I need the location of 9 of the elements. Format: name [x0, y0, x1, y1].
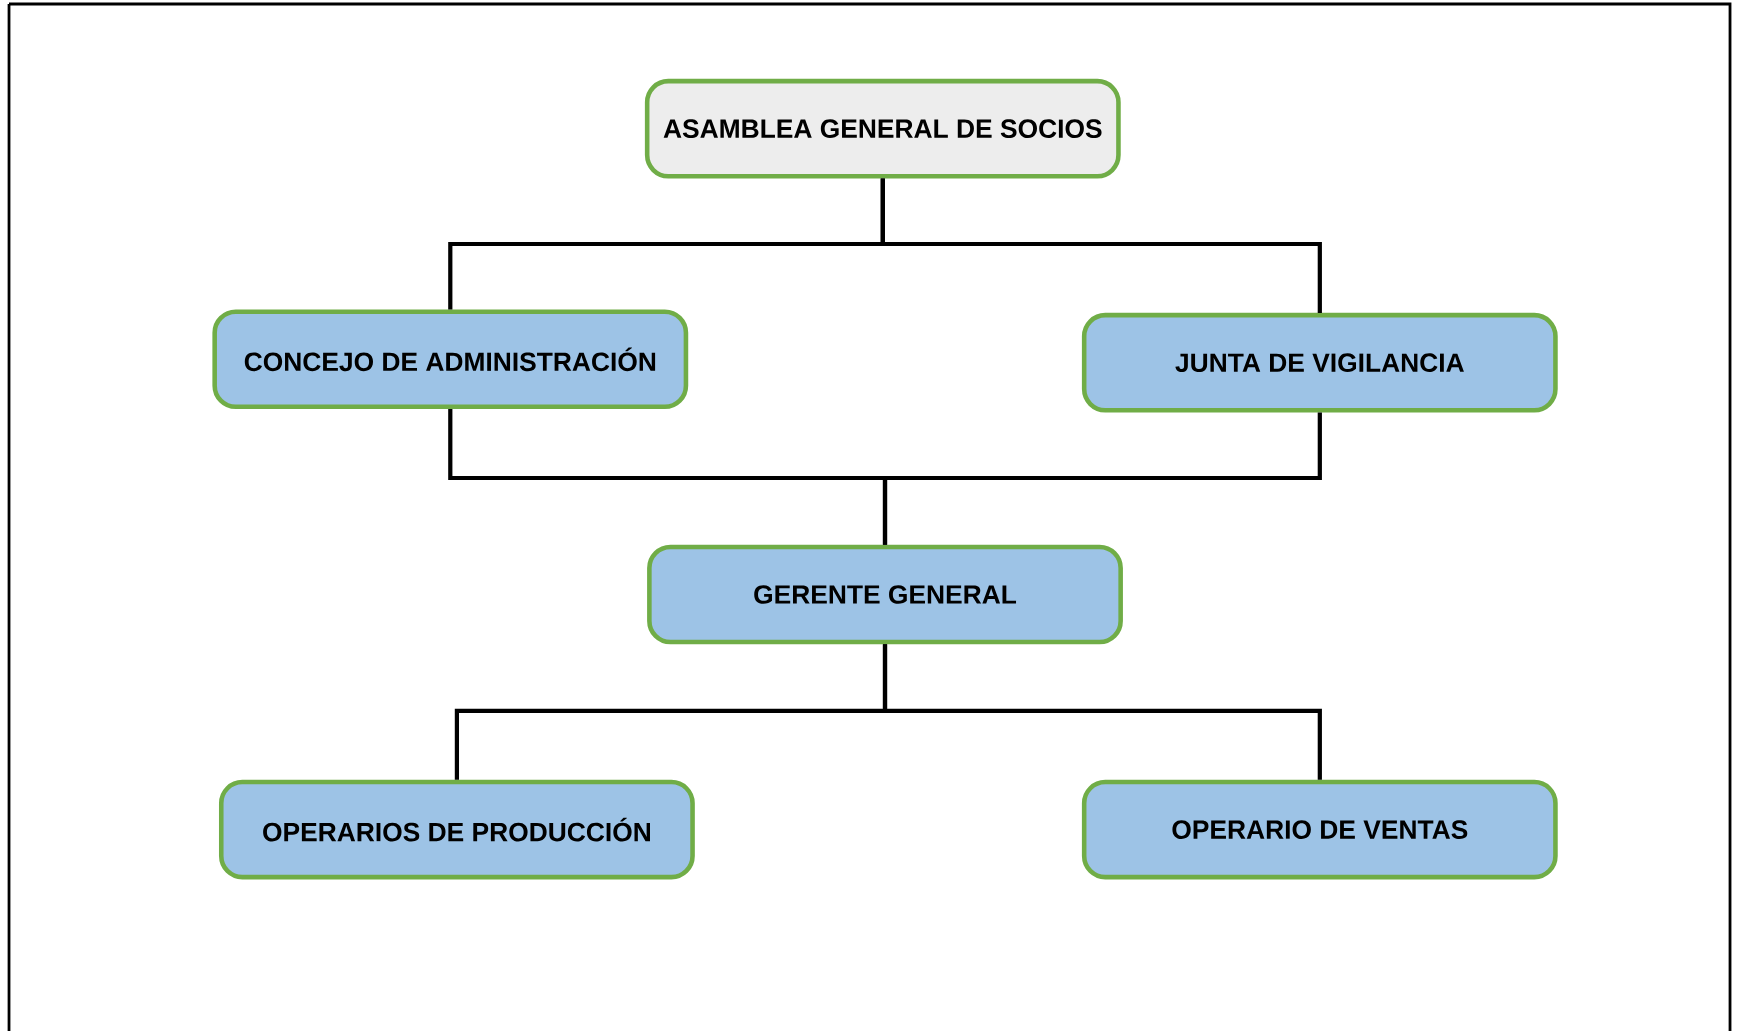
- org-box: GERENTE GENERAL: [647, 544, 1123, 645]
- connector-line: [880, 178, 1322, 313]
- connector-line: [882, 412, 1322, 545]
- org-box: JUNTA DE VIGILANCIA: [1081, 312, 1558, 413]
- org-box: OPERARIO DE VENTAS: [1081, 779, 1558, 880]
- org-box: CONCEJO DE ADMINISTRACIÓN: [212, 309, 689, 410]
- org-box: OPERARIOS DE PRODUCCIÓN: [218, 779, 695, 880]
- connector-line: [882, 644, 1322, 780]
- org-box: ASAMBLEA GENERAL DE SOCIOS: [644, 78, 1121, 179]
